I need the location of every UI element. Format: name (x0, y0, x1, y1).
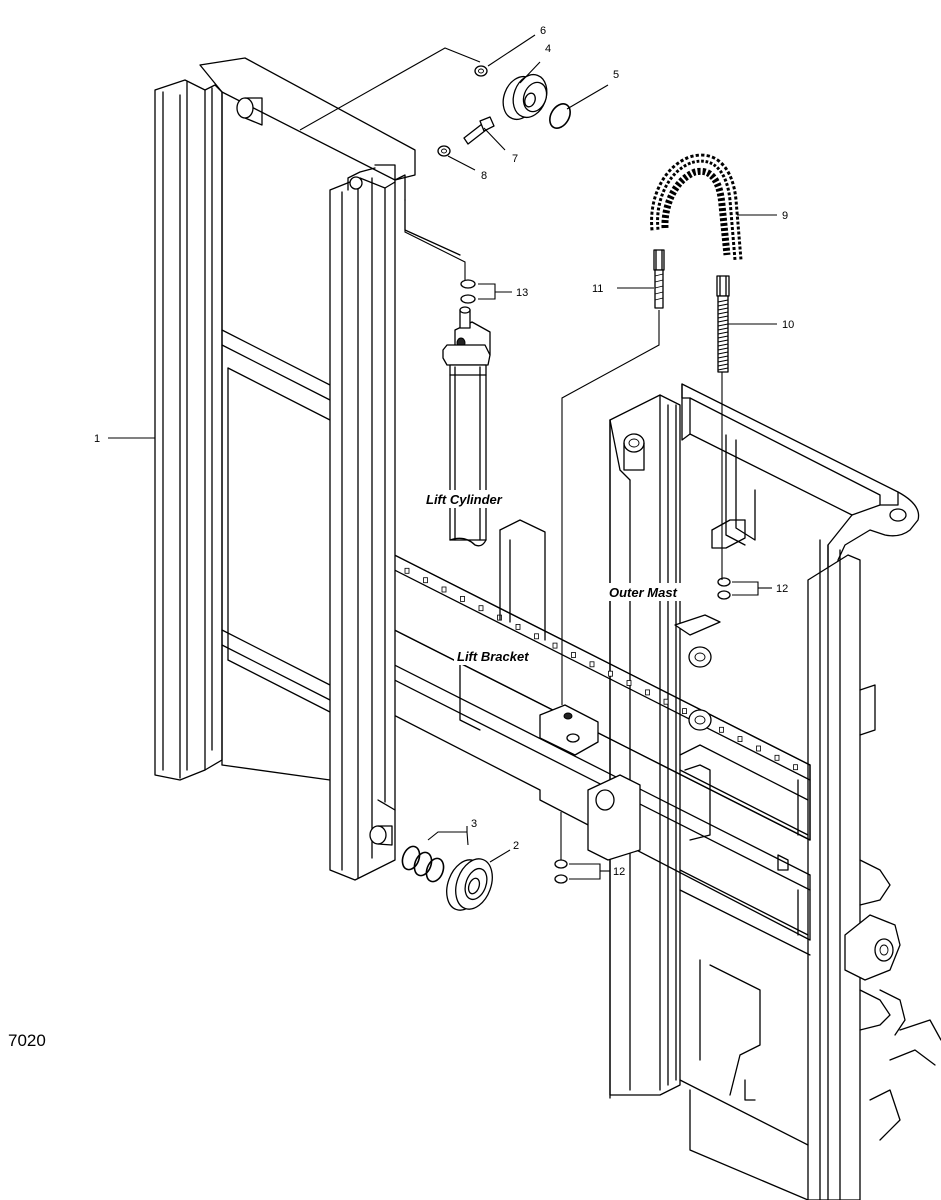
outer-mast (609, 383, 941, 1200)
roller-part2 (446, 858, 493, 911)
callout-5: 5 (613, 69, 619, 81)
inner-mast (154, 57, 461, 881)
snap-ring-part5 (549, 103, 571, 129)
anchor-bolt-part10 (716, 275, 730, 373)
label-outer-mast: Outer Mast (609, 585, 678, 600)
washer-part13-b (460, 294, 476, 304)
lift-bracket (344, 519, 811, 941)
nut-part12-upper-b (717, 590, 731, 600)
callout-6: 6 (540, 25, 546, 37)
nut-part12-lower-a (554, 859, 568, 869)
callout-4: 4 (545, 43, 551, 55)
label-lift-bracket: Lift Bracket (457, 649, 529, 664)
washer-part13-a (460, 279, 476, 289)
callout-10: 10 (782, 319, 794, 331)
roller-part4 (502, 73, 548, 121)
callout-8: 8 (481, 170, 487, 182)
chain-part9 (650, 153, 743, 261)
callout-13: 13 (516, 287, 528, 299)
callout-11: 11 (592, 283, 603, 295)
bolt-part7 (463, 116, 495, 145)
callout-12-lower: 12 (613, 866, 625, 878)
leader-lines (108, 34, 777, 880)
anchor-bolt-part11 (653, 249, 665, 309)
shims-part3 (401, 845, 445, 883)
nut-part8 (437, 145, 451, 157)
label-lift-cylinder: Lift Cylinder (426, 492, 503, 507)
lift-cylinder (442, 306, 491, 547)
callout-2: 2 (513, 840, 519, 852)
part-labels: Lift Cylinder Outer Mast Lift Bracket (424, 490, 690, 665)
callout-numbers: 6 4 5 7 8 9 10 11 13 1 12 12 3 2 (94, 25, 794, 878)
nut-part12-lower-b (554, 874, 568, 884)
callout-9: 9 (782, 210, 788, 222)
callout-3: 3 (471, 818, 477, 830)
callout-12-upper: 12 (776, 583, 788, 595)
callout-7: 7 (512, 153, 518, 165)
nut-part12-upper-a (717, 577, 731, 587)
drawing-number: 7020 (8, 1031, 46, 1050)
callout-1: 1 (94, 433, 100, 445)
washer-part6 (474, 65, 488, 77)
